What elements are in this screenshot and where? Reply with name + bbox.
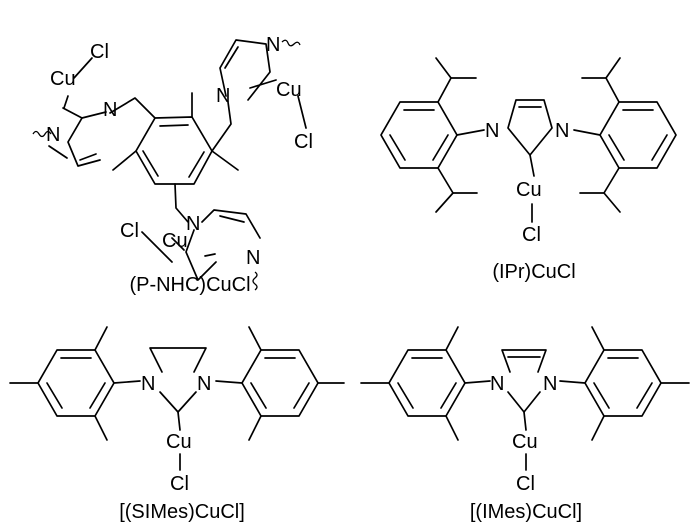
atom-cu: Cu	[50, 68, 76, 90]
atom-cl: Cl	[294, 131, 313, 153]
compound-p-nhc-cucl: Cu Cl N N N N Cu Cl N N Cl Cu (P-NHC)CuC…	[32, 34, 313, 296]
atom-cu: Cu	[512, 431, 538, 453]
atom-cl: Cl	[170, 473, 189, 495]
wavy-bond	[32, 130, 52, 138]
wavy-bond	[252, 271, 258, 291]
atom-cu: Cu	[516, 179, 542, 201]
atom-n: N	[246, 247, 260, 269]
compound-simes-cucl: N N Cu Cl [(SIMes)CuCl]	[9, 326, 345, 523]
atom-cl: Cl	[90, 41, 109, 63]
atom-n: N	[266, 34, 280, 56]
atom-n: N	[103, 99, 117, 121]
atom-n: N	[186, 213, 200, 235]
atom-n: N	[197, 373, 211, 395]
caption: (P-NHC)CuCl	[129, 274, 250, 296]
atom-n: N	[46, 124, 60, 146]
ch2-linker	[211, 101, 232, 152]
compound-ipr-cucl: N N Cu Cl (IPr)CuCl	[380, 57, 677, 283]
atom-cu: Cu	[162, 230, 188, 252]
atom-n: N	[555, 120, 569, 142]
caption: [(IMes)CuCl]	[470, 501, 582, 523]
atom-cu: Cu	[276, 79, 302, 101]
caption: [(SIMes)CuCl]	[119, 501, 245, 523]
atom-n: N	[490, 373, 504, 395]
methyl-bond	[211, 150, 239, 171]
atom-cl: Cl	[516, 473, 535, 495]
caption: (IPr)CuCl	[492, 261, 575, 283]
wavy-bond	[281, 39, 301, 47]
atom-n: N	[216, 85, 230, 107]
methyl-bond	[112, 150, 137, 171]
atom-n: N	[543, 373, 557, 395]
ch2-linker	[174, 183, 189, 223]
atom-cu: Cu	[166, 431, 192, 453]
atom-n: N	[485, 120, 499, 142]
ch2-linker	[109, 97, 156, 119]
benzene-ring	[135, 116, 213, 185]
atom-cl: Cl	[120, 220, 139, 242]
atom-n: N	[141, 373, 155, 395]
compound-imes-cucl: N N Cu Cl [(IMes)CuCl]	[360, 326, 690, 523]
atom-cl: Cl	[522, 224, 541, 246]
